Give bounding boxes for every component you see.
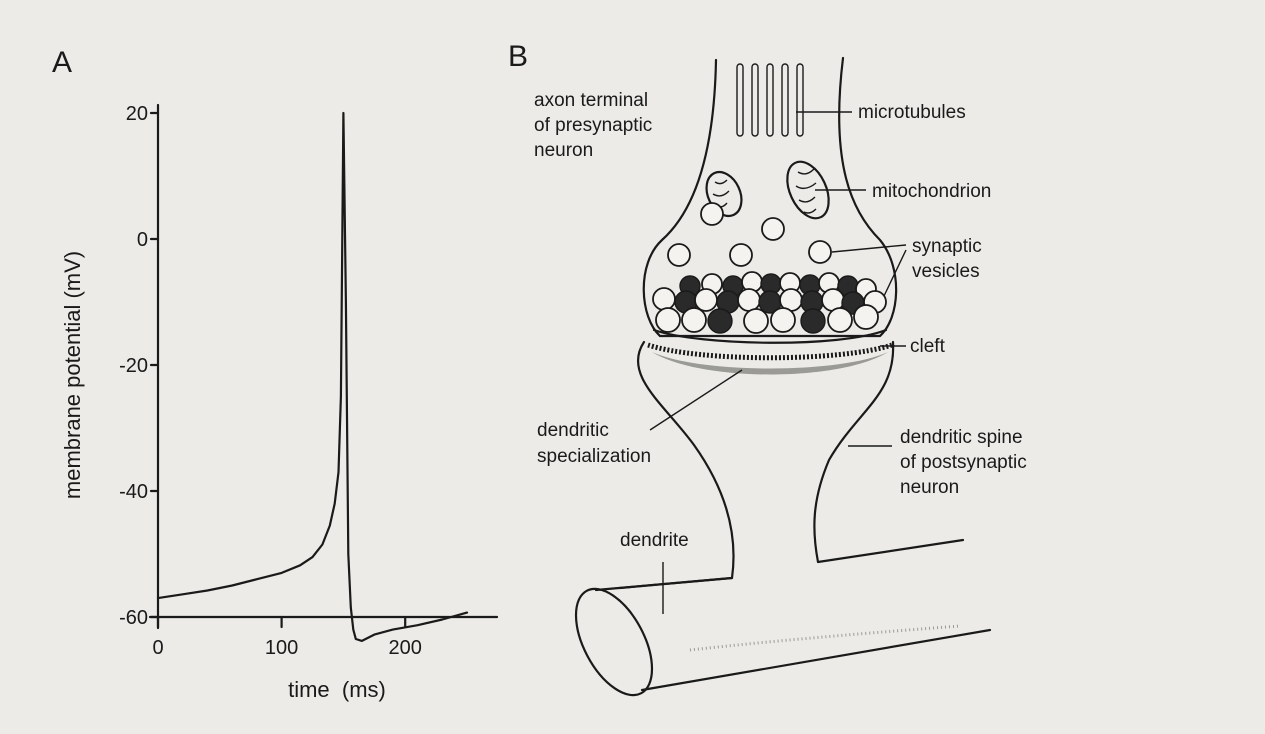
label-synaptic-vesicles-1: synaptic xyxy=(912,236,982,257)
label-mitochondrion: mitochondrion xyxy=(872,181,991,202)
panel-a-letter: A xyxy=(52,46,72,79)
label-dendritic-specialization-2: specialization xyxy=(537,446,651,467)
x-tick-label: 200 xyxy=(389,637,422,659)
microtubules xyxy=(737,64,803,136)
action-potential-trace xyxy=(158,113,467,641)
label-cleft: cleft xyxy=(910,336,946,357)
dendrite-shading xyxy=(690,626,960,650)
label-dendrite: dendrite xyxy=(620,530,689,551)
panel-b-letter: B xyxy=(508,40,528,73)
synaptic-vesicle-cluster xyxy=(653,272,886,333)
synaptic-cleft xyxy=(648,345,892,358)
x-tick-label: 100 xyxy=(265,637,298,659)
y-tick-label: 20 xyxy=(126,103,148,125)
x-axis-title: time (ms) xyxy=(288,677,386,702)
y-tick-label: -20 xyxy=(119,355,148,377)
dendrite-shaft xyxy=(596,578,990,690)
y-ticks: 20 0 -20 -40 -60 xyxy=(119,103,158,629)
x-tick-label: 0 xyxy=(152,637,163,659)
label-axon-terminal-1: axon terminal xyxy=(534,90,648,111)
y-tick-label: -40 xyxy=(119,481,148,503)
label-dendritic-spine-2: of postsynaptic xyxy=(900,452,1027,473)
label-synaptic-vesicles-2: vesicles xyxy=(912,261,980,282)
label-dendritic-spine-1: dendritic spine xyxy=(900,427,1023,448)
y-tick-label: -60 xyxy=(119,607,148,629)
y-axis-title: membrane potential (mV) xyxy=(60,251,85,499)
label-axon-terminal-2: of presynaptic xyxy=(534,115,652,136)
synapse-diagram: axon terminal of presynaptic neuron micr… xyxy=(534,58,1027,707)
label-dendritic-spine-3: neuron xyxy=(900,477,959,498)
label-axon-terminal-3: neuron xyxy=(534,140,593,161)
label-dendritic-specialization-1: dendritic xyxy=(537,420,609,441)
y-tick-label: 0 xyxy=(137,229,148,251)
label-microtubules: microtubules xyxy=(858,102,966,123)
x-ticks: 0 100 200 xyxy=(152,617,421,659)
